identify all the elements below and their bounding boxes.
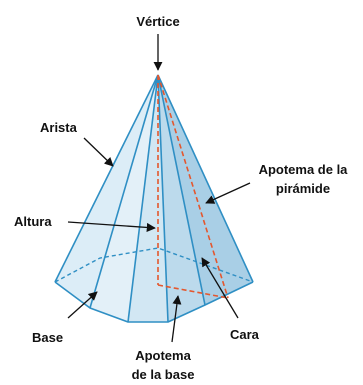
face-front-left (90, 75, 158, 322)
face-left (55, 75, 158, 308)
label-apotema-piramide-2: pirámide (276, 181, 330, 196)
arrow-apotema-piramide (205, 182, 251, 204)
lateral-edge-3 (127, 74, 159, 323)
lateral-edge-4 (157, 74, 169, 323)
pyramid-apothem-line (157, 74, 229, 299)
construction-lines (157, 74, 229, 299)
diagram-labels: Vértice Arista Apotema de la pirámide Al… (14, 14, 348, 382)
pointer-arrows (67, 34, 251, 343)
lateral-edge-6 (157, 74, 254, 283)
label-apotema-piramide-1: Apotema de la (259, 162, 349, 177)
label-cara: Cara (230, 327, 260, 342)
label-apotema-base-1: Apotema (135, 348, 191, 363)
hidden-base-edges (54, 247, 254, 283)
lateral-edge-2 (89, 74, 159, 309)
label-base: Base (32, 330, 63, 345)
label-arista: Arista (40, 120, 78, 135)
arrow-cara (201, 257, 239, 319)
lateral-edge-1 (54, 74, 159, 283)
arrow-arista (83, 137, 114, 167)
arrow-apotema-base (171, 295, 182, 343)
label-vertice: Vértice (136, 14, 179, 29)
face-right (158, 75, 253, 305)
label-altura: Altura (14, 214, 52, 229)
label-apotema-base-2: de la base (132, 367, 195, 382)
arrow-altura (67, 221, 156, 232)
lateral-edge-5 (157, 74, 206, 306)
base-apothem-line (157, 284, 229, 299)
arrow-base (67, 291, 98, 319)
base-back-edge (54, 247, 254, 283)
